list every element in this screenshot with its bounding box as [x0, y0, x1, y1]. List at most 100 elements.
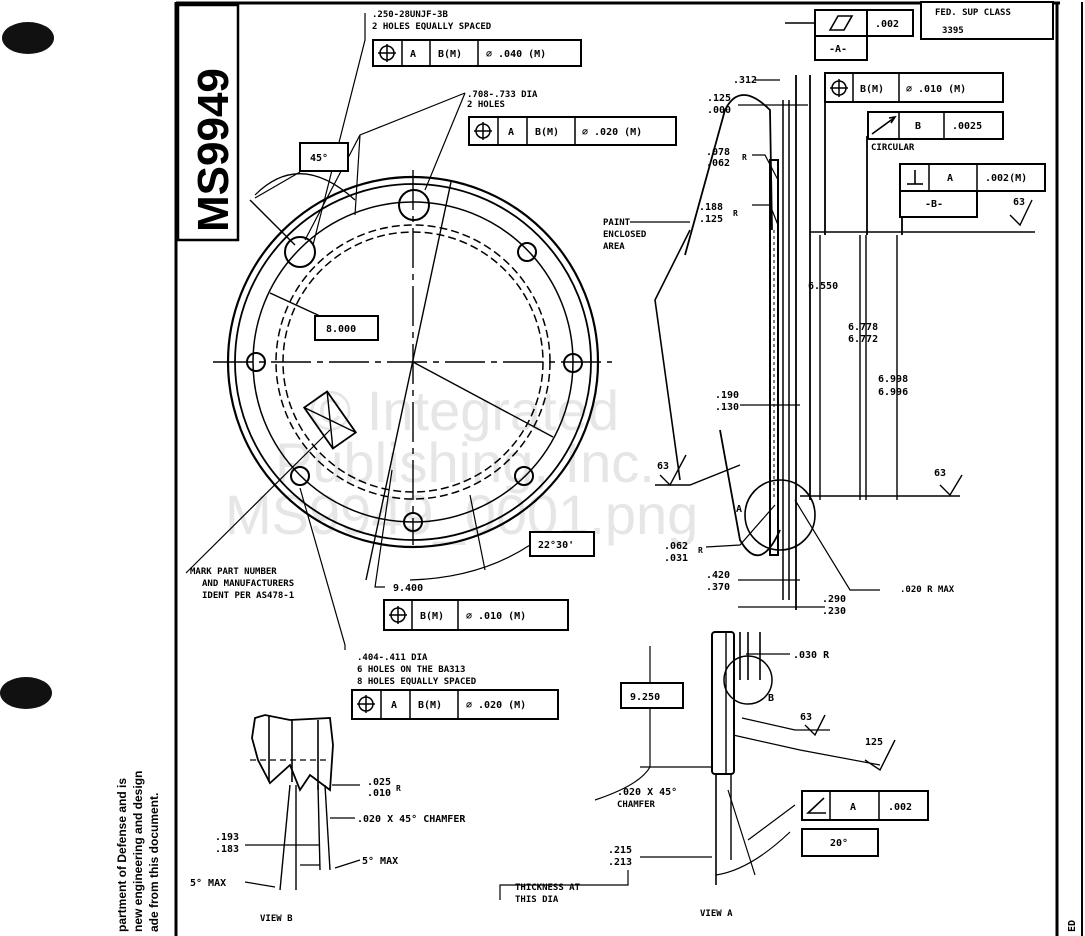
view-b-radius-025: .025 — [367, 777, 391, 788]
view-b-dim-193: .193 — [215, 832, 239, 843]
dim-6996: 6.996 — [878, 387, 908, 398]
view-a-radius-030: .030 R — [793, 650, 830, 661]
svg-text:45°: 45° — [310, 153, 328, 164]
radius-078: .078 — [706, 147, 730, 158]
finish-63-right: 63 — [934, 468, 946, 479]
big-holes-callout-line-2: 2 HOLES — [467, 100, 505, 110]
small-holes-callout-line-2: 6 HOLES ON THE BA313 — [357, 665, 465, 675]
fcf-tolerance: .002 — [875, 19, 899, 30]
radius-125: .125 — [699, 214, 723, 225]
runout-fcf: B .0025 CIRCULAR — [867, 111, 1004, 153]
position-icon — [474, 122, 492, 140]
fed-sup-class-value: 3395 — [942, 26, 964, 36]
margin-note-line-1: partment of Defense and is — [115, 778, 129, 932]
svg-text:20°: 20° — [830, 838, 848, 849]
view-a-marker: A — [736, 504, 742, 515]
angle-45-box: 45° — [299, 142, 349, 172]
view-b — [244, 714, 361, 891]
bolt-hole — [403, 512, 423, 532]
svg-text:R: R — [396, 784, 401, 793]
dim-6772: 6.772 — [848, 334, 878, 345]
fcf-tolerance: ⌀ .020 (M) — [582, 127, 642, 138]
finish-63-top: 63 — [1013, 197, 1025, 208]
fed-sup-class-label: FED. SUP CLASS — [935, 8, 1011, 18]
paint-note-line-1: PAINT — [603, 218, 631, 228]
bolt-hole — [246, 352, 266, 372]
watermark: © Integrated Publishing, Inc. MS9949_000… — [225, 379, 698, 546]
fcf-datum: B(M) — [535, 127, 559, 138]
datum-b-label: -B- — [925, 199, 943, 210]
bolt-hole — [514, 466, 534, 486]
thread-position-fcf: A B(M) ⌀ .040 (M) — [372, 39, 582, 67]
dim-230: .230 — [822, 606, 846, 617]
perpendicularity-icon — [907, 170, 923, 185]
mark-note-line-3: IDENT PER AS478-1 — [202, 591, 294, 601]
fed-sup-class-box: FED. SUP CLASS 3395 — [920, 1, 1054, 40]
front-view — [185, 13, 612, 650]
angle-22-30-box: 22°30' — [529, 531, 595, 557]
fcf-datum: A — [410, 49, 416, 60]
circular-note: CIRCULAR — [871, 143, 915, 153]
dim-6998: 6.998 — [878, 374, 908, 385]
fcf-tolerance: ⌀ .010 (M) — [466, 611, 526, 622]
position-icon — [378, 44, 396, 62]
flatness-icon — [828, 15, 854, 31]
dim-130: .130 — [715, 402, 739, 413]
fcf-tolerance: ⌀ .040 (M) — [486, 49, 546, 60]
angularity-fcf: A .002 — [801, 790, 929, 821]
big-holes-callout-line-1: .708-.733 DIA — [467, 90, 538, 100]
svg-text:8.000: 8.000 — [326, 324, 356, 335]
fcf-datum: A — [947, 173, 953, 184]
binder-hole-icon — [2, 22, 54, 54]
view-b-label: VIEW B — [260, 914, 293, 924]
fcf-datum: A — [391, 700, 397, 711]
bolt-hole — [517, 242, 537, 262]
view-a-dim-215: .215 — [608, 845, 632, 856]
small-holes-callout-line-3: 8 HOLES EQUALLY SPACED — [357, 677, 477, 687]
view-a-finish-63: 63 — [800, 712, 812, 723]
mark-note-line-1: MARK PART NUMBER — [190, 567, 277, 577]
large-hole — [398, 189, 430, 221]
bolt-hole — [563, 353, 583, 373]
fcf-datum: A — [850, 802, 856, 813]
runout-icon — [871, 115, 897, 135]
svg-text:R: R — [742, 153, 747, 162]
bolt-circle-dim: 9.400 — [393, 583, 423, 594]
dim-370: .370 — [706, 582, 730, 593]
position-icon — [389, 606, 407, 624]
radius-062: .062 — [706, 158, 730, 169]
binder-hole-icon — [0, 677, 52, 709]
dim-125: .125 — [707, 93, 731, 104]
dim-6778: 6.778 — [848, 322, 878, 333]
radius-020-max: .020 R MAX — [900, 585, 955, 595]
dim-190: .190 — [715, 390, 739, 401]
view-b-dim-183: .183 — [215, 844, 239, 855]
dim-000: .000 — [707, 105, 731, 116]
right-edge-fragment: ED — [1067, 920, 1078, 932]
dim-312: .312 — [733, 75, 757, 86]
fcf-datum: B(M) — [420, 611, 444, 622]
datum-a-label: -A- — [829, 44, 847, 55]
finish-63-left: 63 — [657, 461, 669, 472]
margin-note-line-2: new engineering and design — [131, 771, 145, 932]
side-view — [654, 22, 1035, 610]
fcf-tolerance: .002(M) — [985, 173, 1027, 184]
radius-188: .188 — [699, 202, 723, 213]
paint-note-line-3: AREA — [603, 242, 625, 252]
angularity-icon — [805, 797, 826, 814]
view-a-chamfer-line-1: .020 X 45° — [617, 787, 677, 798]
flatness-fcf: .002 -A- — [814, 9, 914, 61]
view-b-angle-left: 5° MAX — [190, 878, 226, 889]
fcf-tolerance: .002 — [888, 802, 912, 813]
svg-text:9.250: 9.250 — [630, 692, 660, 703]
thread-callout-line-1: .250-28UNJF-3B — [372, 10, 448, 20]
mark-note-line-2: AND MANUFACTURERS — [202, 579, 294, 589]
bolt-circle-position-fcf: B(M) ⌀ .010 (M) — [383, 599, 569, 631]
fcf-datum: A — [508, 127, 514, 138]
svg-text:R: R — [698, 546, 703, 555]
thread-callout-line-2: 2 HOLES EQUALLY SPACED — [372, 22, 492, 32]
fcf-datum: B(M) — [860, 84, 884, 95]
bolt-hole — [290, 466, 310, 486]
view-a-label: VIEW A — [700, 909, 733, 919]
fcf-datum: B(M) — [418, 700, 442, 711]
